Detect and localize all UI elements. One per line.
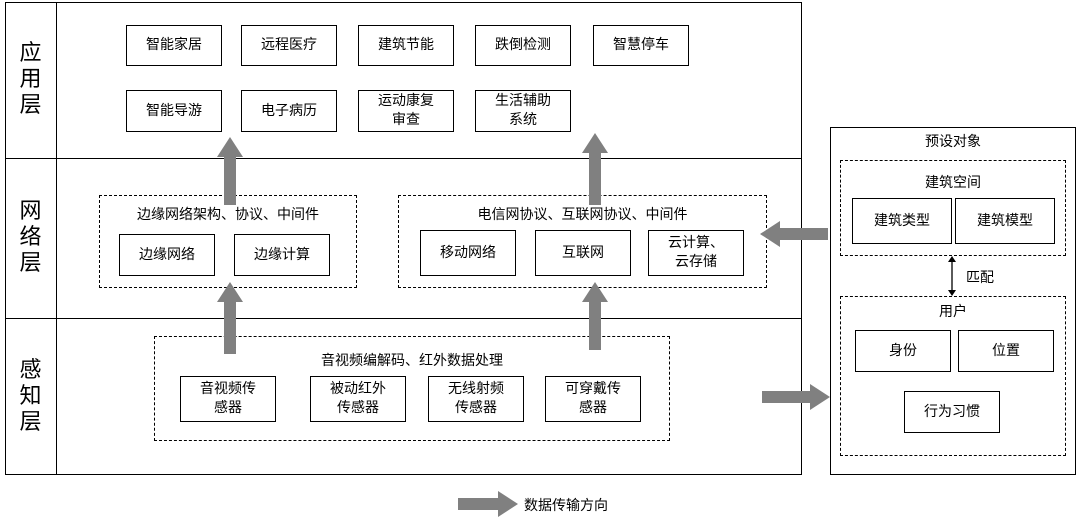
building-space-title: 建筑空间 — [925, 175, 981, 191]
app-box-building-energy: 建筑节能 — [358, 25, 454, 66]
app-box-smart-guide: 智能导游 — [126, 90, 222, 132]
application-layer-label: 应 用 层 — [19, 41, 42, 118]
preset-objects-title: 预设对象 — [925, 134, 981, 150]
legend-arrow-icon — [458, 491, 518, 517]
arrow-up-edge-to-app — [217, 137, 243, 205]
layer-divider-2 — [5, 318, 802, 319]
layer-divider-1 — [5, 158, 802, 159]
legend-label: 数据传输方向 — [524, 498, 608, 514]
arrow-up-sensor-to-edge — [217, 282, 243, 354]
wearable-sensor-box: 可穿戴传 感器 — [545, 376, 641, 422]
arrow-left-preset-to-network — [760, 221, 828, 247]
internet-box: 互联网 — [535, 230, 631, 276]
behavior-box: 行为习惯 — [904, 391, 1000, 433]
network-layer-label: 网 络 层 — [19, 199, 42, 276]
preset-objects-panel — [830, 127, 1076, 475]
edge-network-box: 边缘网络 — [119, 234, 215, 276]
match-double-arrow — [948, 256, 956, 296]
app-box-smart-parking: 智慧停车 — [593, 25, 689, 66]
arrow-up-telecom-to-app — [582, 133, 608, 205]
sensor-group-title: 音视频编解码、红外数据处理 — [321, 353, 503, 369]
rf-sensor-box: 无线射频 传感器 — [428, 376, 524, 422]
cloud-box: 云计算、 云存储 — [648, 230, 744, 276]
telecom-group-title: 电信网协议、互联网协议、中间件 — [477, 207, 688, 223]
match-label: 匹配 — [966, 270, 994, 286]
perception-layer-label: 感 知 层 — [19, 357, 42, 435]
app-box-telemedicine: 远程医疗 — [241, 25, 337, 66]
app-box-rehab-review: 运动康复 审查 — [358, 90, 454, 132]
identity-box: 身份 — [855, 330, 951, 372]
arrow-right-perception-to-preset — [762, 384, 830, 410]
building-model-box: 建筑模型 — [955, 198, 1055, 244]
edge-group-title: 边缘网络架构、协议、中间件 — [137, 207, 319, 223]
app-box-smart-home: 智能家居 — [126, 25, 222, 66]
telecom-network-group — [398, 195, 767, 288]
user-group-title: 用户 — [939, 304, 967, 320]
app-box-fall-detection: 跌倒检测 — [475, 25, 571, 66]
edge-computing-box: 边缘计算 — [234, 234, 330, 276]
app-box-emr: 电子病历 — [241, 90, 337, 132]
location-box: 位置 — [958, 330, 1054, 372]
label-column-divider — [56, 2, 57, 475]
building-space-group — [840, 160, 1066, 256]
sensor-group — [154, 336, 670, 441]
arrow-up-sensor-to-telecom — [582, 282, 608, 350]
building-type-box: 建筑类型 — [852, 198, 952, 244]
app-box-living-assist: 生活辅助 系统 — [475, 90, 571, 132]
pir-sensor-box: 被动红外 传感器 — [310, 376, 406, 422]
av-sensor-box: 音视频传 感器 — [180, 376, 276, 422]
user-group — [840, 296, 1066, 456]
mobile-network-box: 移动网络 — [420, 230, 516, 276]
